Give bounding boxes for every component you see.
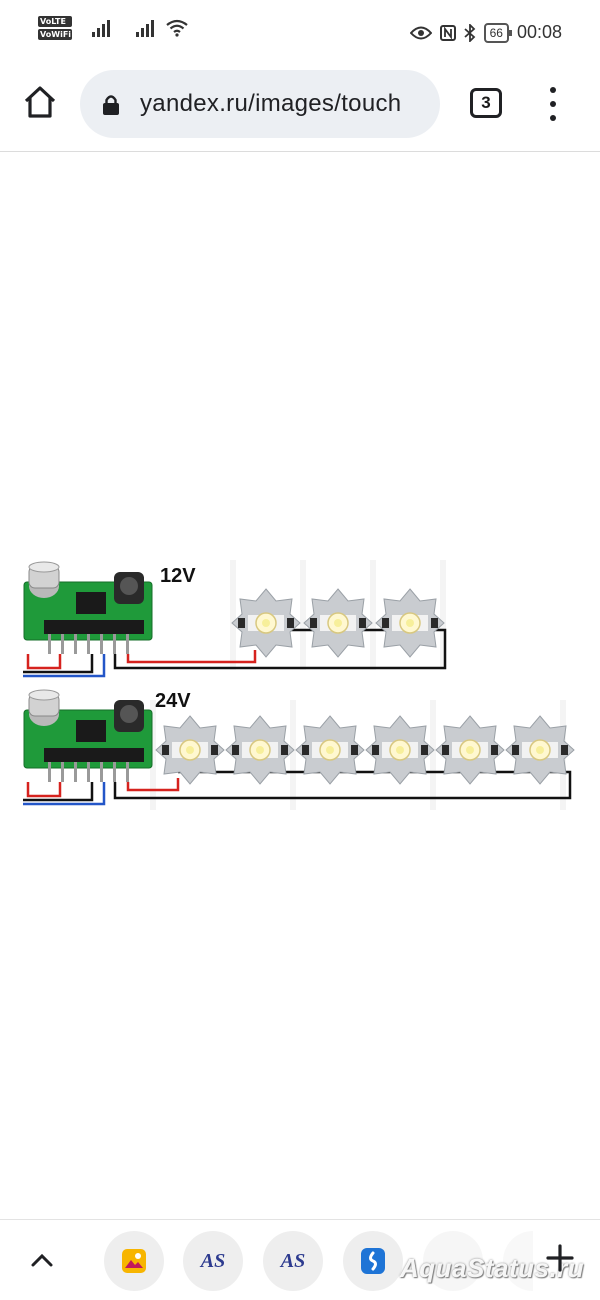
bluetooth-icon — [463, 23, 475, 42]
tab-thumb-faded[interactable] — [423, 1231, 483, 1291]
volte-badge: VoLTE — [38, 16, 72, 27]
address-bar[interactable]: yandex.ru/images/touch — [80, 70, 440, 138]
url-text[interactable]: yandex.ru/images/touch — [140, 90, 402, 117]
signal-icon-2 — [136, 19, 154, 37]
gallery-icon — [122, 1249, 146, 1273]
signal-icon — [92, 19, 110, 37]
more-vert-icon[interactable] — [545, 84, 561, 124]
status-bar: VoLTE VoWiFi 66 00:08 — [0, 0, 600, 64]
volte-badges: VoLTE VoWiFi — [38, 16, 72, 40]
shield-icon — [361, 1248, 385, 1274]
home-icon[interactable] — [22, 84, 58, 120]
plus-icon[interactable] — [544, 1242, 576, 1274]
tab-thumb-as-2[interactable]: AS — [263, 1231, 323, 1291]
bottom-tab-bar: AS AS AquaStatus.ru — [0, 1219, 600, 1300]
tab-thumb-as-1[interactable]: AS — [183, 1231, 243, 1291]
status-left: VoLTE VoWiFi — [38, 16, 188, 40]
browser-toolbar: yandex.ru/images/touch 3 — [0, 64, 600, 152]
label-24v: 24V — [155, 690, 191, 712]
image-viewer: 12V 24V — [0, 153, 600, 1219]
wiring-diagram-graphic — [23, 560, 575, 810]
as-logo: AS — [200, 1249, 226, 1272]
status-right: 66 00:08 — [409, 22, 562, 43]
as-logo: AS — [280, 1249, 306, 1272]
eye-icon — [409, 26, 432, 39]
battery-indicator: 66 — [483, 22, 513, 43]
lock-icon — [103, 95, 119, 115]
tab-thumb-shield[interactable] — [343, 1231, 403, 1291]
vowifi-badge: VoWiFi — [38, 29, 72, 40]
tabs-button[interactable]: 3 — [470, 88, 502, 118]
label-12v: 12V — [160, 565, 196, 587]
nfc-icon — [439, 24, 456, 41]
wifi-icon — [166, 19, 188, 37]
chevron-up-icon[interactable] — [26, 1244, 58, 1276]
clock: 00:08 — [516, 22, 562, 42]
wiring-diagram: 12V 24V — [0, 550, 600, 820]
tab-thumb-gallery[interactable] — [104, 1231, 164, 1291]
